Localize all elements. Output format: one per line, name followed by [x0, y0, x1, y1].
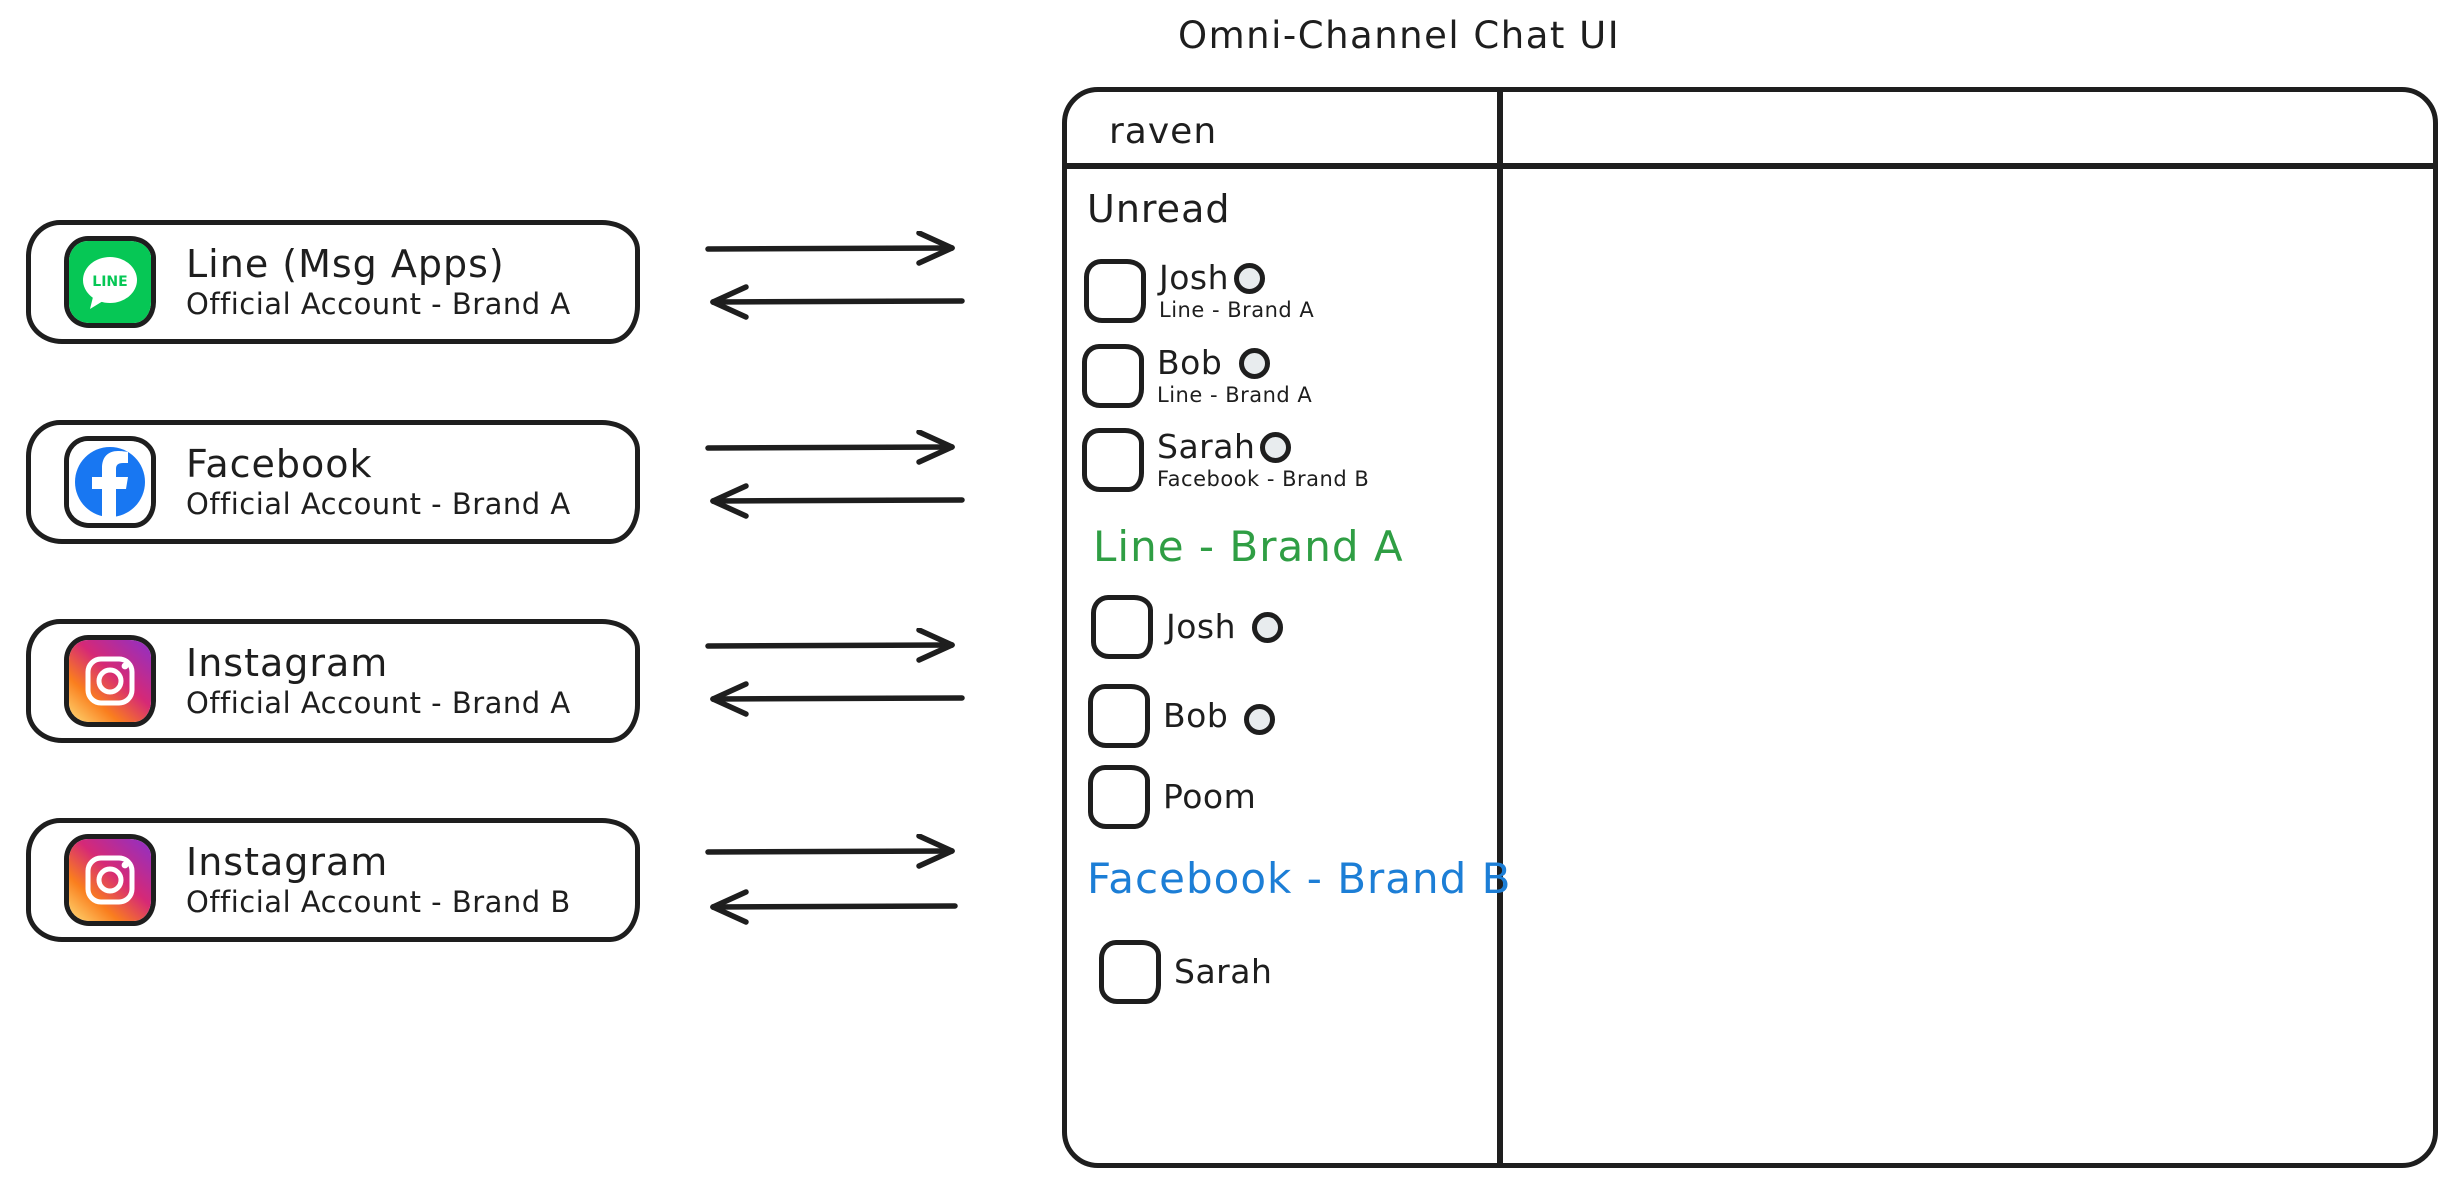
facebook-icon	[64, 436, 156, 528]
chat-list-item-bob[interactable]: Bob Line - Brand A	[1082, 344, 1312, 408]
unread-dot	[1244, 703, 1276, 735]
avatar-checkbox[interactable]	[1091, 595, 1153, 659]
channel-card-line: LINE Line (Msg Apps) Official Account - …	[26, 220, 640, 344]
avatar-checkbox[interactable]	[1082, 344, 1144, 408]
unread-dot	[1252, 611, 1284, 643]
arrow-pair	[700, 430, 970, 522]
contact-name: Sarah	[1174, 951, 1273, 991]
avatar-checkbox[interactable]	[1084, 259, 1146, 323]
unread-dot	[1239, 347, 1271, 379]
channel-name: Facebook	[186, 442, 373, 486]
chat-list-item-josh[interactable]: Josh Line - Brand A	[1084, 259, 1314, 323]
section-heading-unread: Unread	[1087, 187, 1231, 231]
contact-channel: Line - Brand A	[1157, 383, 1313, 408]
line-icon: LINE	[64, 236, 156, 328]
chat-list-item-sarah[interactable]: Sarah	[1099, 940, 1272, 1004]
arrow-pair	[700, 231, 970, 323]
channel-subtitle: Official Account - Brand B	[186, 885, 571, 919]
contact-name: Josh	[1166, 606, 1237, 646]
arrow-pair	[700, 834, 970, 926]
contact-name: Josh	[1159, 257, 1230, 297]
chat-list-item-poom[interactable]: Poom	[1088, 765, 1256, 829]
arrow-pair	[700, 628, 970, 720]
instagram-icon	[64, 834, 156, 926]
svg-text:LINE: LINE	[92, 274, 127, 290]
unread-dot	[1234, 262, 1266, 294]
avatar-checkbox[interactable]	[1082, 428, 1144, 492]
channel-subtitle: Official Account - Brand A	[186, 686, 571, 720]
contact-name: Bob	[1157, 342, 1223, 382]
channel-subtitle: Official Account - Brand A	[186, 487, 571, 521]
channel-card-instagram-b: Instagram Official Account - Brand B	[26, 818, 640, 942]
contact-channel: Line - Brand A	[1159, 298, 1315, 323]
contact-name: Poom	[1163, 776, 1257, 816]
avatar-checkbox[interactable]	[1099, 940, 1161, 1004]
instagram-icon	[64, 635, 156, 727]
contact-name: Bob	[1163, 695, 1229, 735]
chat-list-item-sarah[interactable]: Sarah Facebook - Brand B	[1082, 428, 1369, 492]
channel-name: Line (Msg Apps)	[186, 242, 505, 286]
app-name: raven	[1109, 111, 1218, 152]
chat-window: raven Unread Josh Line - Brand A Bob Lin…	[1062, 87, 2438, 1168]
section-heading-facebook-brand-b: Facebook - Brand B	[1087, 854, 1512, 903]
channel-subtitle: Official Account - Brand A	[186, 287, 571, 321]
channel-card-instagram-a: Instagram Official Account - Brand A	[26, 619, 640, 743]
section-heading-line-brand-a: Line - Brand A	[1093, 522, 1404, 571]
sidebar-divider	[1497, 89, 1503, 1167]
channel-card-facebook: Facebook Official Account - Brand A	[26, 420, 640, 544]
channel-name: Instagram	[186, 840, 389, 884]
channel-name: Instagram	[186, 641, 389, 685]
chat-list-item-josh[interactable]: Josh	[1091, 595, 1284, 659]
conversation-pane	[1503, 168, 2433, 1163]
contact-channel: Facebook - Brand B	[1157, 467, 1370, 492]
header-divider	[1065, 163, 2437, 169]
avatar-checkbox[interactable]	[1088, 765, 1150, 829]
avatar-checkbox[interactable]	[1088, 684, 1150, 748]
chat-list-item-bob[interactable]: Bob	[1088, 684, 1276, 748]
diagram-title: Omni-Channel Chat UI	[1178, 14, 1621, 57]
contact-name: Sarah	[1157, 426, 1256, 466]
unread-dot	[1260, 431, 1292, 463]
